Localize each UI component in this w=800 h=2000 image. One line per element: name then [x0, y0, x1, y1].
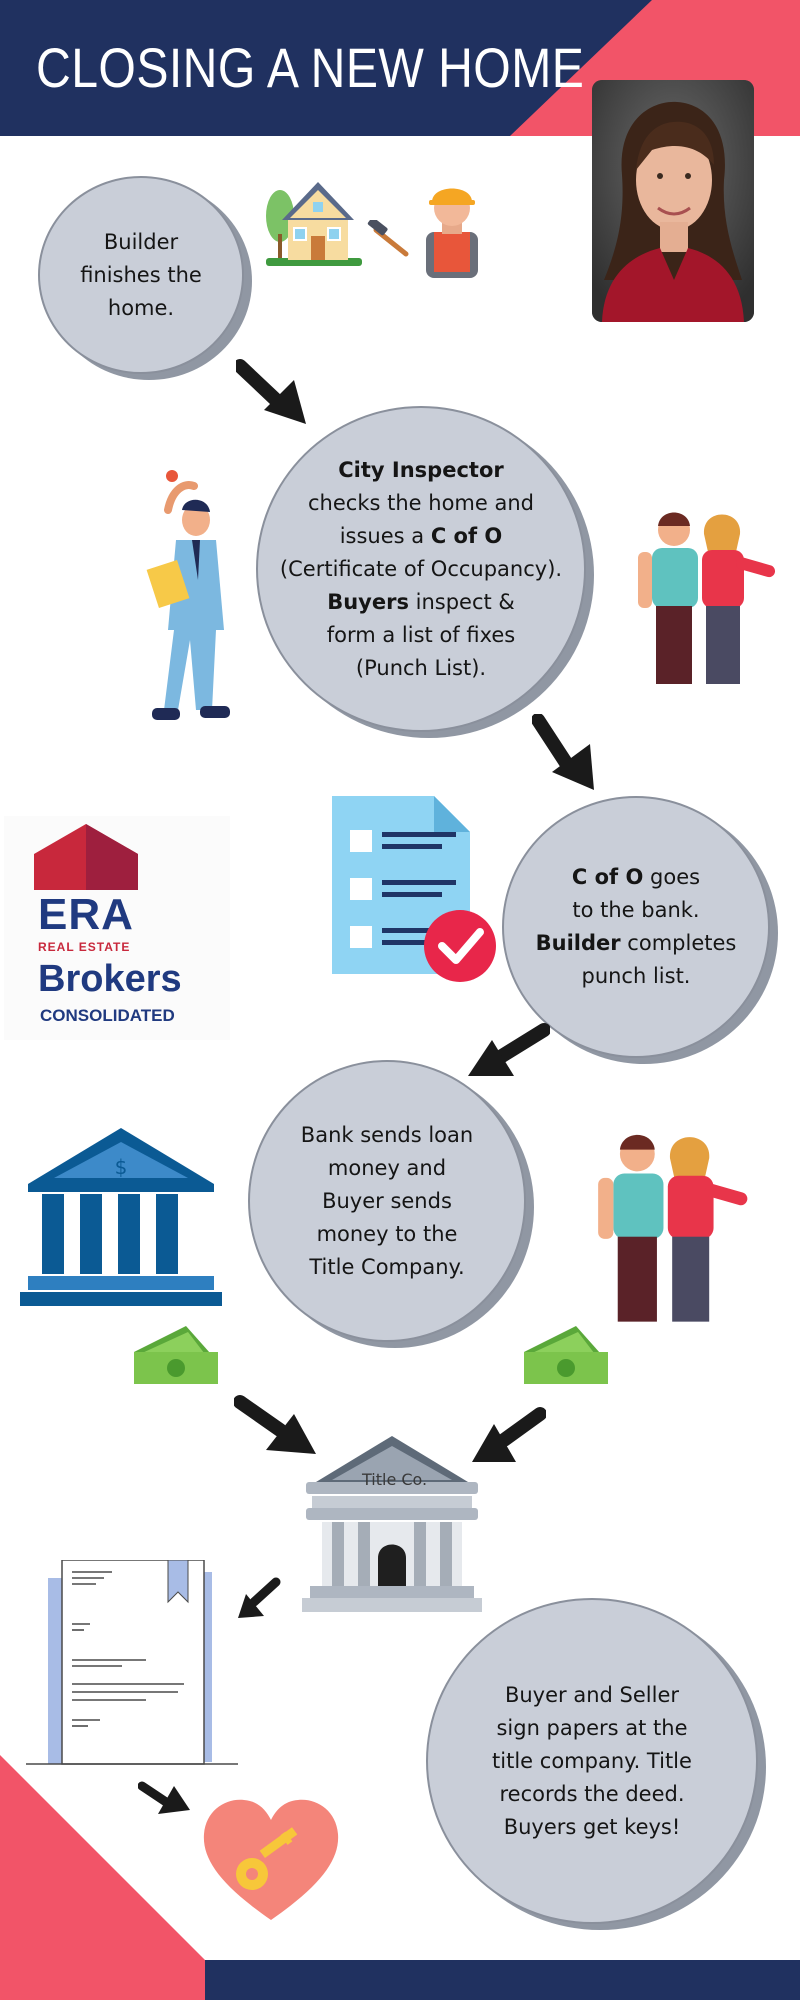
step-builder-finishes-bubble: Builder finishes the home.: [38, 176, 244, 374]
agent-photo: [592, 80, 754, 322]
arrow-icon: [238, 1577, 281, 1618]
era-roof-icon: [34, 824, 138, 890]
house-icon: [266, 182, 362, 266]
step-bank-sends-money-bubble: Bank sends loan money and Buyer sends mo…: [248, 1060, 526, 1342]
step5-line3: title company. Title: [492, 1748, 692, 1773]
step5-line5: Buyers get keys!: [503, 1814, 681, 1839]
step2-line6: form a list of fixes: [326, 622, 516, 647]
arrow-icon: [472, 1407, 546, 1462]
step2-line1: City Inspector: [338, 457, 504, 482]
step5-line1: Buyer and Seller: [504, 1682, 679, 1707]
step3-line1-post: goes: [643, 865, 701, 889]
step5-line4: records the deed.: [499, 1781, 685, 1806]
checklist-document-icon: [332, 796, 496, 982]
page-title: CLOSING A NEW HOME: [36, 36, 585, 99]
step2-line5-post: inspect &: [408, 589, 515, 614]
hammer-icon: [367, 220, 409, 257]
step-c-of-o-bank-bubble: C of O goes to the bank. Builder complet…: [502, 796, 770, 1058]
builder-worker-icon: [426, 188, 478, 278]
title-co-label: Title Co.: [362, 1470, 428, 1489]
step1-line2: finishes the: [80, 262, 202, 287]
era-brokers-logo: ERA REAL ESTATE Brokers CONSOLIDATED: [4, 816, 230, 1040]
deed-document-icon: [26, 1560, 238, 1765]
cash-money-icon: [524, 1326, 608, 1384]
step4-line2: money and: [327, 1155, 447, 1180]
step1-line1: Builder: [103, 229, 179, 254]
title-company-building-icon: [302, 1436, 482, 1612]
step3-line1-bold: C of O: [571, 865, 644, 889]
step2-line5-bold: Buyers: [327, 589, 409, 614]
step2-line4: (Certificate of Occupancy).: [279, 556, 563, 581]
step5-line2: sign papers at the: [496, 1715, 688, 1740]
step3-line4: punch list.: [581, 964, 691, 988]
arrow-icon: [468, 1023, 550, 1076]
step3-line3-post: completes: [620, 931, 737, 955]
step2-line2: checks the home and: [308, 490, 534, 515]
step3-line3-bold: Builder: [535, 931, 621, 955]
step4-line4: money to the: [316, 1221, 458, 1246]
logo-brokers: Brokers: [38, 958, 182, 1000]
step3-line2: to the bank.: [572, 898, 700, 922]
logo-real-estate: REAL ESTATE: [38, 940, 131, 954]
heart-key-icon: [203, 1799, 339, 1920]
arrow-icon: [234, 1395, 316, 1454]
svg-text:$: $: [115, 1155, 128, 1179]
cash-money-icon: [134, 1326, 218, 1384]
step1-line3: home.: [107, 295, 175, 320]
step-city-inspector-bubble: City Inspector checks the home and issue…: [256, 406, 586, 732]
step2-line7: (Punch List).: [355, 655, 487, 680]
logo-era: ERA: [38, 890, 134, 939]
step2-line3-pre: issues a: [339, 523, 431, 548]
step4-line1: Bank sends loan: [300, 1122, 474, 1147]
arrow-icon: [138, 1781, 190, 1814]
step2-line3-bold: C of O: [430, 523, 503, 548]
header-banner: CLOSING A NEW HOME: [0, 0, 800, 136]
logo-consolidated: CONSOLIDATED: [40, 1006, 175, 1025]
step-sign-papers-bubble: Buyer and Seller sign papers at the titl…: [426, 1598, 758, 1924]
arrow-icon: [236, 359, 306, 424]
step4-line5: Title Company.: [309, 1254, 465, 1279]
couple-icon: [598, 1134, 748, 1322]
step4-line3: Buyer sends: [322, 1188, 452, 1213]
couple-icon: [638, 512, 776, 684]
arrow-icon: [532, 714, 594, 790]
footer-bar: [205, 1960, 800, 2000]
bank-building-icon: $: [20, 1128, 222, 1306]
inspector-person-icon: [146, 470, 230, 720]
